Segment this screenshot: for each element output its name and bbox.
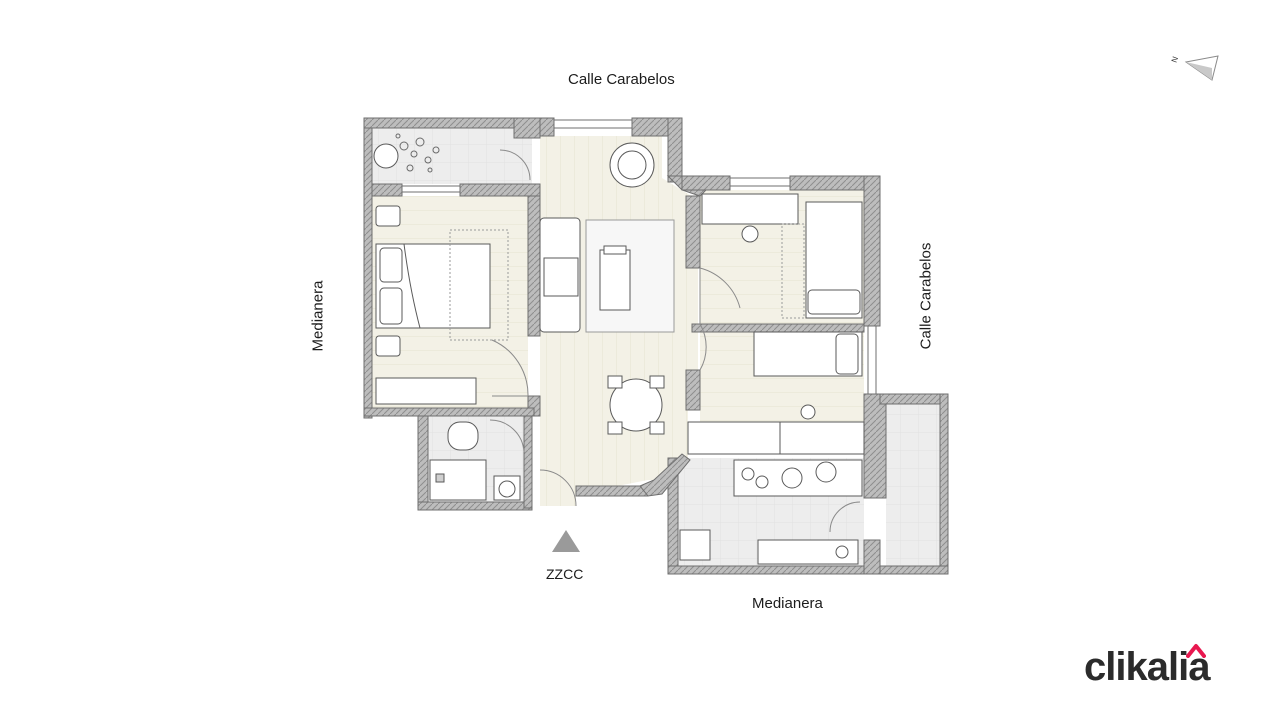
dining-table [609, 378, 663, 432]
nightstand-bottom [375, 335, 401, 357]
rug-upper [781, 223, 805, 319]
street-label-right: Calle Carabelos [917, 242, 935, 350]
entrance-arrow [552, 530, 580, 552]
fridge [679, 529, 711, 561]
brand-accent-icon [1186, 644, 1206, 658]
terrace-table [373, 143, 399, 169]
doors [489, 149, 861, 533]
wardrobe [375, 377, 477, 405]
gallery-floor [886, 404, 940, 566]
pillow-2 [379, 287, 403, 325]
furniture [373, 133, 865, 565]
coffee-table [599, 249, 631, 311]
pillow-1 [379, 247, 403, 283]
walls [363, 117, 949, 575]
side-label-bottom: Medianera [752, 595, 823, 612]
brand-logo: clikalia [1084, 644, 1244, 690]
terrace-plants [395, 133, 440, 173]
street-label-top: Calle Carabelos [568, 71, 675, 88]
armchair [609, 142, 655, 188]
rug-bedroom [449, 229, 509, 341]
terrace-floor [372, 128, 532, 184]
entrance-label: ZZCC [546, 566, 584, 582]
wardrobe-lower [687, 421, 865, 455]
windows [401, 119, 877, 395]
sofa [539, 217, 581, 333]
north-arrow [1184, 55, 1219, 81]
desk [701, 193, 799, 225]
bed-cover [403, 243, 491, 329]
side-label-left: Medianera [309, 280, 327, 352]
nightstand-top [375, 205, 401, 227]
toilet [447, 421, 479, 451]
